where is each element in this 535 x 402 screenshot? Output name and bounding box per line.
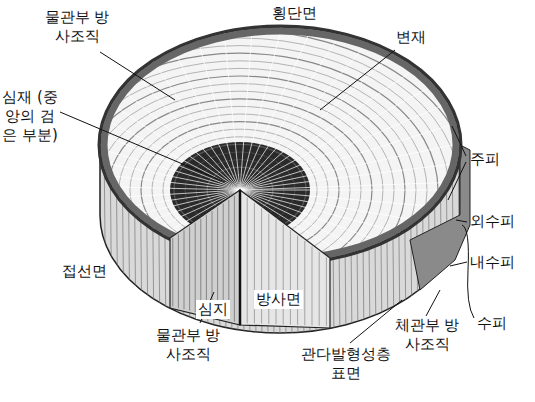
grain-line: [234, 196, 235, 322]
pith-line: [239, 190, 242, 325]
cut-grain: [173, 196, 327, 326]
ray: [76, 50, 240, 190]
ray: [240, 26, 346, 190]
part-label: 수피: [477, 314, 507, 333]
ray: [0, 140, 240, 190]
grain-line: [172, 238, 173, 307]
grain-line: [304, 241, 305, 325]
ray: [240, 48, 400, 190]
grain-line: [189, 227, 190, 311]
part-label: 방사면: [254, 290, 303, 309]
part-label: 내수피: [470, 253, 515, 272]
part-label: 횡단면: [272, 4, 317, 23]
part-label: 체관부 방사조직: [392, 316, 462, 354]
part-label: 물관부 방사조직: [154, 326, 222, 364]
grain-line: [195, 223, 196, 312]
radial-cut-face: [170, 190, 240, 325]
grain-line: [247, 197, 248, 323]
grain-line: [312, 246, 313, 325]
leader-lines: [60, 50, 474, 343]
grain-line: [290, 230, 291, 325]
growth-rings: [0, 10, 500, 370]
part-label: 접선면: [60, 262, 109, 281]
grain-line: [319, 252, 320, 326]
ray: [240, 36, 374, 190]
part-label: 심재 (중앙의 검은 부분): [2, 88, 58, 145]
grain-line: [283, 225, 284, 325]
part-label: 주피: [470, 150, 500, 169]
part-label: 외수피: [470, 212, 515, 231]
ray: [240, 181, 500, 190]
part-label: 변재: [396, 28, 426, 47]
ray: [32, 82, 240, 190]
ray: [102, 37, 240, 190]
ray: [53, 65, 240, 190]
ray: [240, 190, 385, 339]
grain-line: [184, 230, 185, 309]
part-label: 물관부 방사조직: [44, 8, 110, 46]
part-label: 심지: [196, 300, 230, 319]
grain-line: [178, 234, 179, 308]
ray: [240, 79, 445, 190]
grain-line: [326, 257, 327, 326]
ray: [240, 190, 500, 191]
grain-line: [297, 236, 298, 325]
part-label: 관다발형성층 표면: [298, 345, 394, 383]
ray: [240, 190, 358, 350]
ray: [240, 117, 478, 190]
ray: [87, 190, 240, 336]
radial-cut-face: [240, 190, 330, 328]
